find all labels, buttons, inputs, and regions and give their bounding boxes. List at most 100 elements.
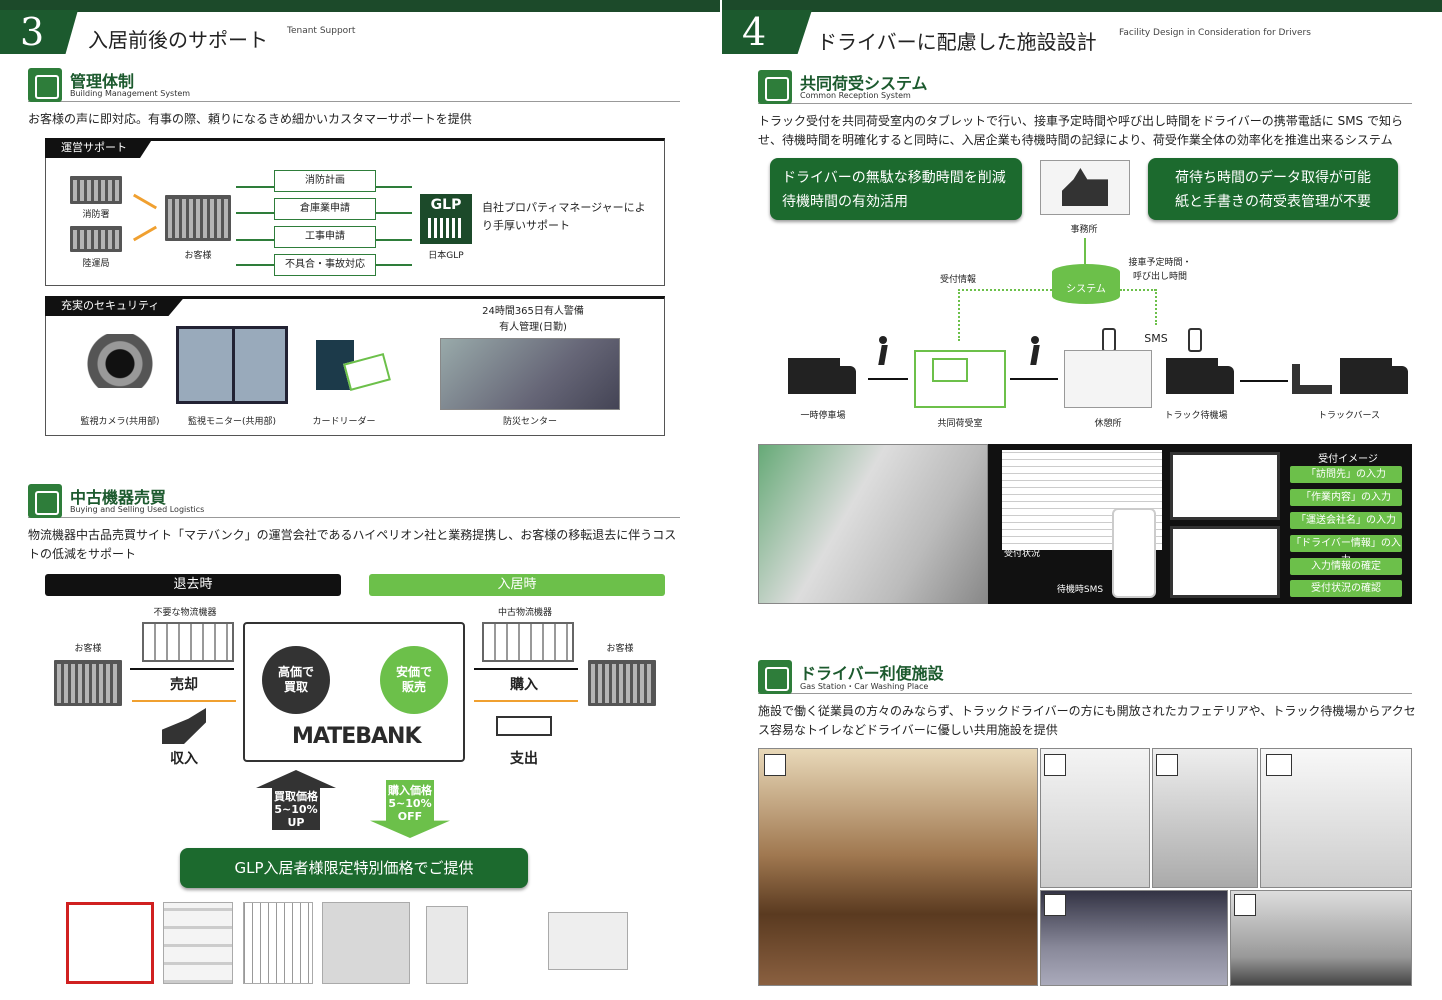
right-header-bar	[722, 0, 1442, 12]
high-buy-circle: 高価で 買取	[262, 646, 330, 714]
laundry-icon	[1156, 754, 1178, 776]
transport-bureau-icon	[70, 226, 122, 252]
reception-icon	[758, 70, 792, 104]
sms-label: SMS	[1144, 332, 1168, 345]
glp-logo: GLP	[420, 194, 472, 244]
pay-label: 支出	[510, 751, 538, 767]
pay-arrow	[474, 700, 578, 702]
buy-label: 購入	[510, 677, 538, 693]
management-icon	[28, 68, 62, 102]
matebank-logo: MATEBANK	[292, 724, 422, 749]
management-title: 管理体制	[70, 72, 135, 91]
management-subtitle: Building Management System	[70, 89, 191, 98]
low-sell-circle: 安価で 販売	[380, 646, 448, 714]
desk-image	[548, 912, 628, 970]
rack-icon-left	[142, 622, 234, 662]
monitor-label: 監視モニター(共用部)	[187, 417, 277, 427]
used-subtitle: Buying and Selling Used Logistics	[70, 505, 205, 514]
wait-sms-label: 待機時SMS	[1056, 585, 1104, 595]
camera-icon	[86, 334, 154, 388]
sell-arrow	[130, 668, 234, 670]
truck-icon-3	[1340, 358, 1408, 394]
right-page-title: ドライバーに配慮した施設設計	[817, 30, 1097, 54]
benefit-driver: ドライバーの無駄な移動時間を削減 待機時間の有効活用	[770, 158, 1022, 220]
img-title-label: 受付イメージ	[1318, 454, 1378, 465]
flow-arrow-b	[1010, 378, 1058, 380]
used-header: 中古機器売買 Buying and Selling Used Logistics	[28, 484, 680, 518]
phone-icon-2	[1188, 328, 1202, 352]
facility-desc: 施設で働く従業員の方々のみならず、トラックドライバーの方にも開放されたカフェテリ…	[758, 704, 1416, 737]
fire-station-label: 消防署	[82, 210, 110, 220]
cafeteria-photo	[758, 748, 1038, 986]
used-title: 中古機器売買	[70, 488, 167, 507]
cage-cart-image	[243, 902, 313, 984]
unneeded-label: 不要な物流機器	[153, 608, 217, 618]
truck-icon-2	[1166, 358, 1234, 394]
flow-rest-label: 休憩所	[1094, 419, 1122, 429]
flow-warehouse-app: 倉庫業申請	[274, 198, 376, 220]
page-title: 入居前後のサポート	[88, 28, 268, 52]
recv-info-vline	[958, 289, 960, 341]
customer-label: お客様	[184, 251, 212, 261]
used-eq-label: 中古物流機器	[497, 608, 552, 618]
step-3: 「運送会社名」の入力	[1290, 512, 1402, 529]
transport-bureau-label: 陸運局	[82, 259, 110, 269]
benefit-tenant: 荷待ち時間のデータ取得が可能 紙と手書きの荷受表管理が不要	[1148, 158, 1398, 220]
card-reader-label: カードリーダー	[312, 417, 376, 427]
step-2: 「作業内容」の入力	[1290, 489, 1402, 506]
security-center-label: 防災センター	[502, 417, 557, 427]
recv-info-line	[958, 289, 1052, 291]
fire-station-icon	[70, 176, 122, 204]
flow-reception-label: 共同荷受室	[937, 419, 983, 429]
customer-left-label: お客様	[74, 644, 102, 654]
gas-icon	[1044, 894, 1066, 916]
forklift-icon	[1292, 364, 1332, 394]
pallet-image	[322, 902, 410, 984]
header-bar	[0, 0, 720, 12]
reception-header: 共同荷受システム Common Reception System	[758, 70, 1412, 104]
security-note: 24時間365日有人警備 有人管理(日勤)	[482, 306, 584, 333]
chair-image	[488, 904, 544, 982]
lobby-photo	[758, 444, 988, 604]
tablet-screen-1	[1170, 452, 1280, 520]
sched-vline	[1155, 289, 1157, 325]
right-page-subtitle: Facility Design in Consideration for Dri…	[1119, 28, 1311, 38]
shelf-image	[163, 902, 233, 984]
shower-icon	[1044, 754, 1066, 776]
cafe-icon	[764, 754, 786, 776]
entry-bar: 入居時	[369, 574, 665, 596]
tablet-screen-2	[1170, 526, 1280, 598]
security-frame: 充実のセキュリティ	[45, 296, 665, 436]
left-page: 3 入居前後のサポート Tenant Support 管理体制 Building…	[0, 0, 720, 1000]
customer-building-icon	[165, 195, 231, 241]
flow-construction-app: 工事申請	[274, 226, 376, 248]
income-label: 収入	[170, 751, 198, 767]
red-cart-image	[66, 902, 154, 984]
status-label: 受付状況	[1003, 549, 1040, 559]
flow-arrow-a	[868, 378, 908, 380]
recv-info-label: 受付情報	[939, 275, 976, 285]
facility-header: ドライバー利便施設 Gas Station・Car Washing Place	[758, 660, 1412, 694]
support-frame: 運営サポート	[45, 138, 665, 286]
phone-sms-screen	[1112, 508, 1156, 598]
reception-subtitle: Common Reception System	[800, 91, 911, 100]
glp-note: 自社プロパティマネージャーにより手厚いサポート	[482, 201, 646, 232]
customer-left-building	[54, 660, 122, 706]
car-wash-photo	[1230, 890, 1412, 986]
rack-icon-right	[482, 622, 574, 662]
buy-price-arrow: 買取価格 5~10% UP	[256, 770, 336, 830]
security-tab: 充実のセキュリティ	[45, 296, 186, 316]
page-subtitle: Tenant Support	[287, 26, 356, 36]
office-label: 事務所	[1070, 225, 1098, 235]
step-1: 「訪問先」の入力	[1290, 466, 1402, 483]
facility-icon	[758, 660, 792, 694]
flow-fire-plan: 消防計画	[274, 170, 376, 192]
facility-subtitle: Gas Station・Car Washing Place	[800, 682, 929, 691]
reception-title: 共同荷受システム	[800, 74, 928, 93]
flow-incident: 不具合・事故対応	[274, 254, 376, 276]
management-header: 管理体制 Building Management System	[28, 68, 680, 102]
step-5: 入力情報の確定	[1290, 558, 1402, 575]
system-db: システム	[1052, 264, 1120, 304]
sell-label: 売却	[170, 677, 198, 693]
facility-title: ドライバー利便施設	[800, 664, 944, 683]
